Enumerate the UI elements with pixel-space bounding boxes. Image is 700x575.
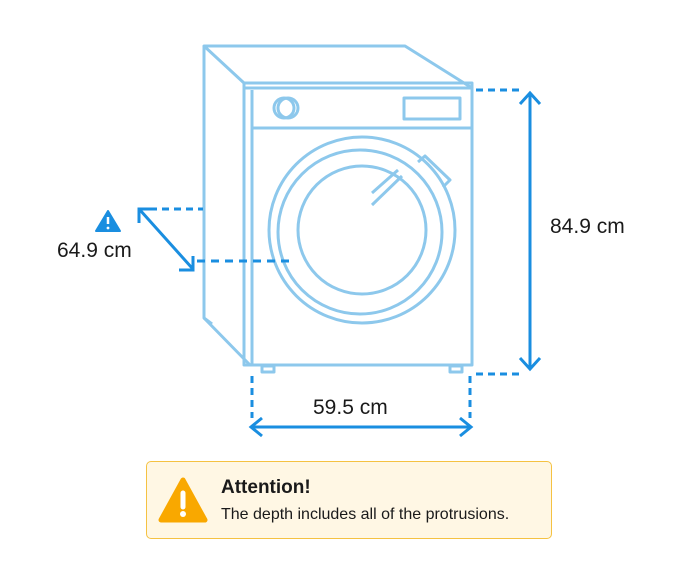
notice-text: The depth includes all of the protrusion… <box>221 506 510 523</box>
machine-front <box>242 81 474 367</box>
door-handle <box>417 154 452 189</box>
depth-arrow <box>138 208 194 270</box>
foot-left <box>260 364 276 374</box>
door-outer <box>267 135 457 325</box>
washing-machine-outline <box>202 44 474 374</box>
warning-icon <box>158 477 208 523</box>
dimension-lines <box>137 88 542 438</box>
foot-right <box>448 364 464 374</box>
width-label: 59.5 cm <box>313 396 388 419</box>
door-ring <box>276 148 444 316</box>
height-label: 84.9 cm <box>550 215 625 238</box>
machine-side-bottom <box>203 316 213 326</box>
attention-notice: Attention! The depth includes all of the… <box>146 461 552 539</box>
depth-warning-icon <box>95 210 121 232</box>
depth-label: 64.9 cm <box>57 239 132 262</box>
door-glass <box>296 164 428 296</box>
notice-title: Attention! <box>221 477 311 498</box>
display <box>402 96 462 121</box>
